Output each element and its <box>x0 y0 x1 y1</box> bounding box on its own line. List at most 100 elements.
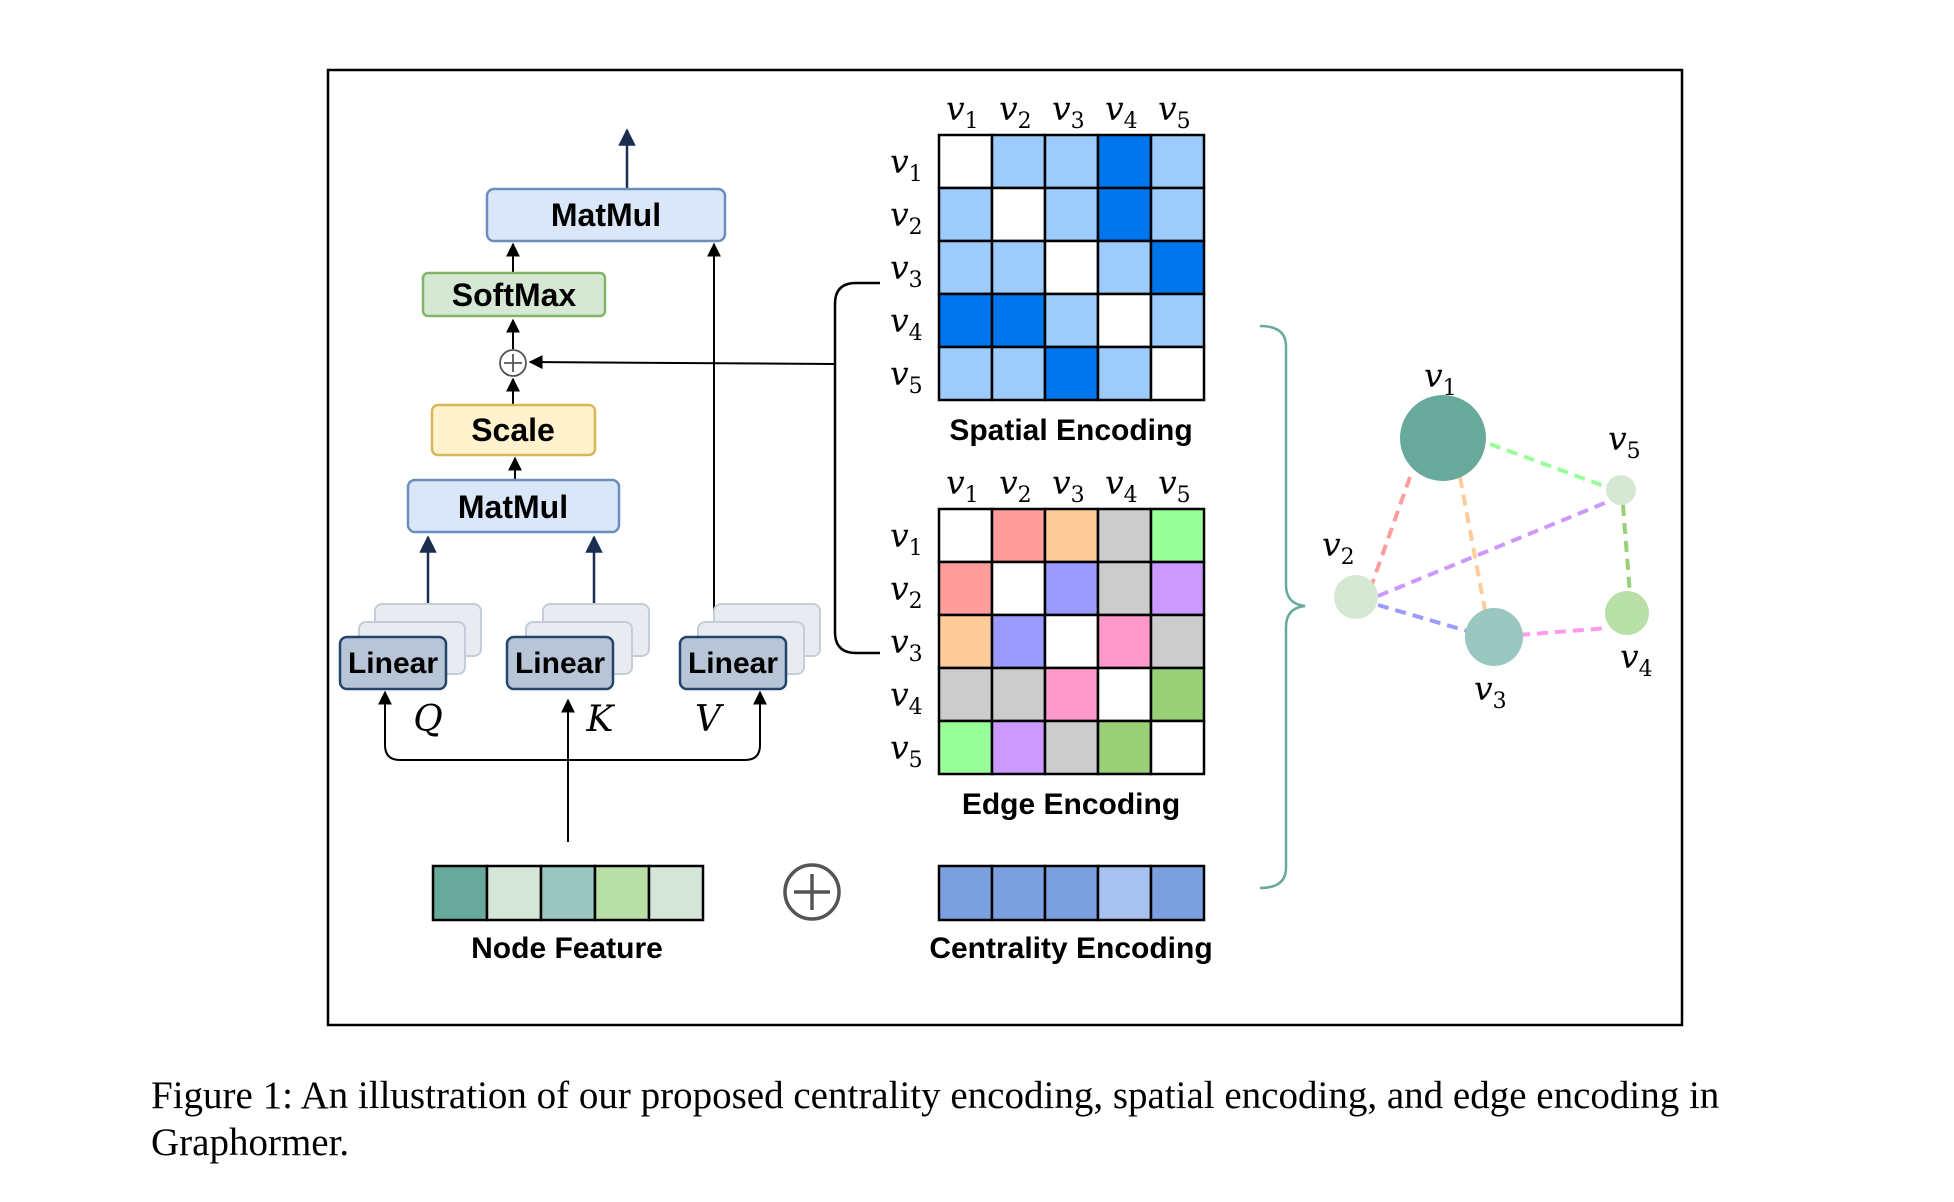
spatial-col-label: v1 <box>946 89 979 134</box>
spatial-encoding-label: Spatial Encoding <box>949 414 1192 447</box>
edge-row-label-index: 3 <box>909 642 923 667</box>
spatial-row-label-index: 1 <box>909 162 923 187</box>
spatial-col-label: v5 <box>1158 89 1191 134</box>
spatial-row-label-index: 3 <box>909 268 923 293</box>
edge-matrix-cell <box>1149 507 1206 564</box>
centrality-cell <box>990 864 1047 922</box>
edge-row-label-index: 2 <box>909 589 923 614</box>
spatial-matrix-cell <box>1096 345 1153 402</box>
graph-label-v2-index: 2 <box>1341 545 1355 570</box>
output-matmul-label: MatMul <box>551 197 661 233</box>
graph-label-v1-index: 1 <box>1443 376 1457 401</box>
edge-encoding-label: Edge Encoding <box>962 788 1180 821</box>
spatial-matrix-cell <box>937 345 994 402</box>
edge-col-label-index: 1 <box>965 483 979 508</box>
edge-col-label: v3 <box>1052 463 1085 508</box>
linear-q-label: Linear <box>348 647 438 680</box>
spatial-matrix-cell <box>1043 292 1100 349</box>
graph-label-v3: v3 <box>1474 669 1507 714</box>
edge-matrix-cell <box>1043 719 1100 776</box>
graph-label-v2: v2 <box>1322 525 1355 570</box>
edge-matrix-cell <box>1149 613 1206 670</box>
edge-row-label-index: 5 <box>909 748 923 773</box>
spatial-matrix-cell <box>990 133 1047 190</box>
edge-col-label-index: 3 <box>1071 483 1085 508</box>
spatial-row-label-index: 2 <box>909 215 923 240</box>
edge-encoding-matrix <box>937 507 1206 776</box>
spatial-row-label: v5 <box>890 354 923 399</box>
spatial-encoding-matrix <box>937 133 1206 402</box>
centrality-cell <box>937 864 994 922</box>
node-feature-cell <box>485 864 543 922</box>
edge-matrix-cell <box>1149 719 1206 776</box>
spatial-row-label: v1 <box>890 142 923 187</box>
edge-matrix-cell <box>990 666 1047 723</box>
edge-col-label: v4 <box>1105 463 1138 508</box>
edge-row-label: v1 <box>890 516 923 561</box>
bias-to-plus-arrow <box>528 355 836 370</box>
spatial-col-label: v4 <box>1105 89 1138 134</box>
node-feature-cell <box>593 864 651 922</box>
edge-v1-v2 <box>1370 476 1412 585</box>
k-label: K <box>586 699 616 740</box>
spatial-matrix-cell <box>937 239 994 296</box>
edge-matrix-cell <box>1096 507 1153 564</box>
edge-v1-v5 <box>1489 442 1613 491</box>
edge-matrix-cell <box>1096 719 1153 776</box>
edge-v1-v3 <box>1458 476 1490 627</box>
edge-row-label: v3 <box>890 622 923 667</box>
linear-v-label: Linear <box>688 647 778 680</box>
edge-matrix-cell <box>1149 560 1206 617</box>
spatial-matrix-cell <box>1096 186 1153 243</box>
edge-matrix-cell <box>937 613 994 670</box>
node-feature-cell <box>647 864 705 922</box>
edge-matrix-cell <box>937 507 994 564</box>
node-feature-vector <box>431 864 705 922</box>
node-feature-cell <box>539 864 597 922</box>
spatial-row-label: v2 <box>890 195 923 240</box>
node-feature-cell <box>431 864 489 922</box>
graph-node-v1 <box>1400 395 1486 481</box>
input-to-q-path <box>378 690 568 761</box>
edge-matrix-cell <box>1043 613 1100 670</box>
spatial-col-label: v2 <box>999 89 1032 134</box>
softmax-label: SoftMax <box>452 277 577 313</box>
edge-matrix-cell <box>937 719 994 776</box>
centrality-cell <box>1149 864 1206 922</box>
edge-matrix-cell <box>937 666 994 723</box>
linear-q-stack: Linear <box>338 603 482 691</box>
spatial-col-label-index: 4 <box>1124 109 1138 134</box>
node-feature-label: Node Feature <box>471 932 663 965</box>
spatial-matrix-cell <box>937 133 994 190</box>
edge-matrix-cell <box>1043 560 1100 617</box>
graph-label-v5: v5 <box>1608 419 1641 464</box>
spatial-matrix-cell <box>1096 133 1153 190</box>
centrality-encoding-vector <box>937 864 1206 922</box>
example-graph <box>1334 395 1649 666</box>
edge-v2-v5 <box>1377 498 1613 598</box>
scale-box <box>430 403 597 457</box>
spatial-matrix-cell <box>1149 186 1206 243</box>
graph-label-v4-index: 4 <box>1639 657 1653 682</box>
graph-label-v1: v1 <box>1424 356 1457 401</box>
edge-matrix-cell <box>1043 666 1100 723</box>
spatial-matrix-cell <box>990 292 1047 349</box>
graph-node-v3 <box>1465 608 1523 666</box>
softmax-box <box>421 271 607 318</box>
graph-label-v5-index: 5 <box>1627 439 1641 464</box>
graph-node-v2 <box>1334 575 1378 619</box>
centrality-encoding-label: Centrality Encoding <box>929 932 1212 965</box>
spatial-matrix-cell <box>1149 239 1206 296</box>
edge-col-label-index: 4 <box>1124 483 1138 508</box>
spatial-matrix-cell <box>937 186 994 243</box>
edge-v3-v4 <box>1518 626 1609 637</box>
spatial-col-label-index: 1 <box>965 109 979 134</box>
edge-col-label-index: 2 <box>1018 483 1032 508</box>
edge-matrix-cell <box>1096 560 1153 617</box>
spatial-matrix-cell <box>1043 345 1100 402</box>
spatial-col-label-index: 5 <box>1177 109 1191 134</box>
graph-node-v5 <box>1606 475 1636 505</box>
edge-matrix-cell <box>937 560 994 617</box>
